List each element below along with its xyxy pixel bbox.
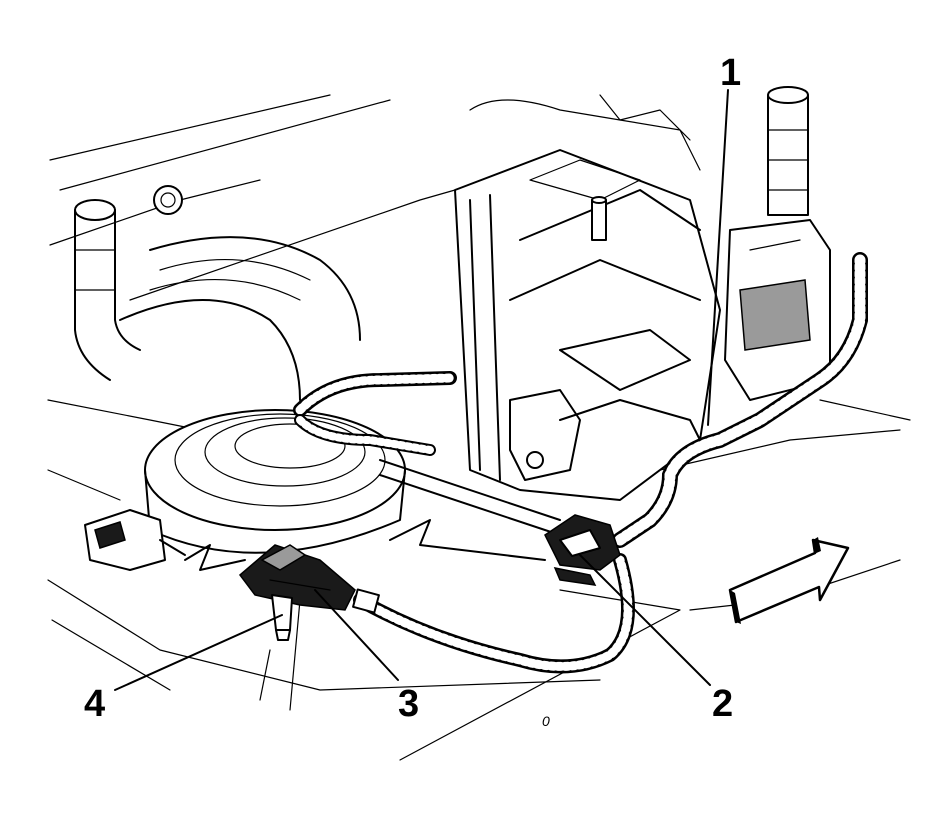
vehicle-body-lines (47, 94, 911, 761)
callout-1: 1 (720, 52, 741, 94)
reference-mark: 0 (542, 713, 550, 729)
callout-4: 4 (84, 683, 105, 725)
callout-leaders (114, 89, 729, 691)
intake-hose (119, 185, 361, 401)
leader-3 (314, 589, 399, 681)
harness-break-lines (184, 519, 546, 571)
connector-2 (544, 514, 621, 586)
connector-3 (238, 544, 380, 614)
mounting-bracket (454, 94, 721, 501)
wiring-harness (293, 252, 868, 674)
sensor-4 (271, 594, 293, 641)
callout-3: 3 (398, 683, 419, 725)
control-module (724, 86, 831, 401)
coolant-pipe (74, 199, 141, 381)
forward-arrow-icon (728, 537, 850, 624)
callout-2: 2 (712, 683, 733, 725)
round-housing (144, 409, 406, 554)
left-connector (84, 509, 186, 571)
leader-4 (114, 614, 283, 691)
leader-1 (707, 89, 729, 426)
leader-2 (579, 554, 711, 686)
